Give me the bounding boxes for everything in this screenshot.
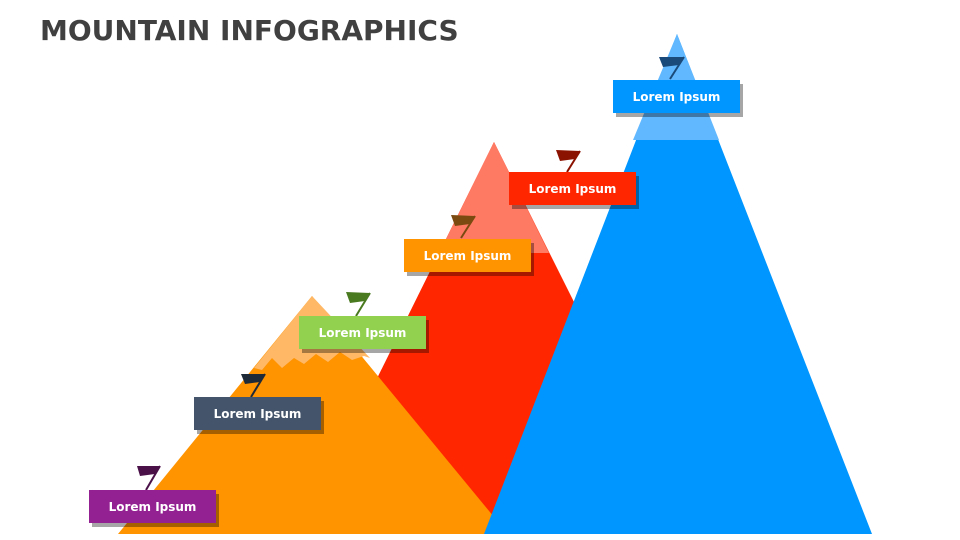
step-2-label[interactable]: Lorem Ipsum (194, 397, 321, 430)
flag-icon (659, 56, 685, 80)
flag-icon (346, 292, 371, 317)
flag-icon (451, 215, 476, 239)
flag-icon (137, 465, 161, 491)
page-title: MOUNTAIN INFOGRAPHICS (40, 14, 459, 47)
flag-icon (241, 373, 266, 398)
step-3-label[interactable]: Lorem Ipsum (299, 316, 426, 349)
step-4-label[interactable]: Lorem Ipsum (404, 239, 531, 272)
step-1-label[interactable]: Lorem Ipsum (89, 490, 216, 523)
step-6-label[interactable]: Lorem Ipsum (613, 80, 740, 113)
step-5-label[interactable]: Lorem Ipsum (509, 172, 636, 205)
flag-icon (556, 150, 581, 173)
